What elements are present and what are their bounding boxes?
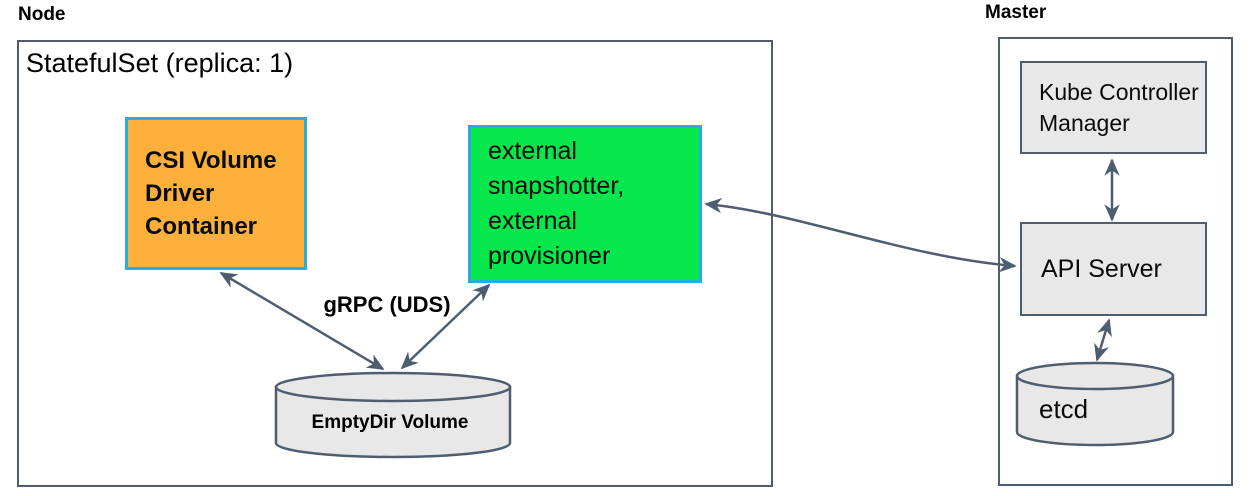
api-server-label: API Server [1041,254,1162,283]
csi-volume-driver-label: CSI Volume Driver Container [145,147,277,240]
kube-controller-manager-label: Kube Controller Manager [1039,78,1199,136]
statefulset-title: StatefulSet (replica: 1) [26,48,294,78]
master-label: Master [985,2,1047,23]
api-server-box: API Server [1020,222,1207,316]
kube-controller-manager-box: Kube Controller Manager [1020,61,1207,154]
sidecar-containers-box: external snapshotter, external provision… [468,125,702,283]
grpc-uds-label: gRPC (UDS) [323,292,451,317]
node-label: Node [18,4,66,25]
etcd-label: etcd [1039,394,1089,424]
sidecar-containers-label: external snapshotter, external provision… [488,137,625,270]
csi-volume-driver-box: CSI Volume Driver Container [125,117,307,270]
emptydir-volume-label: EmptyDir Volume [311,412,469,433]
